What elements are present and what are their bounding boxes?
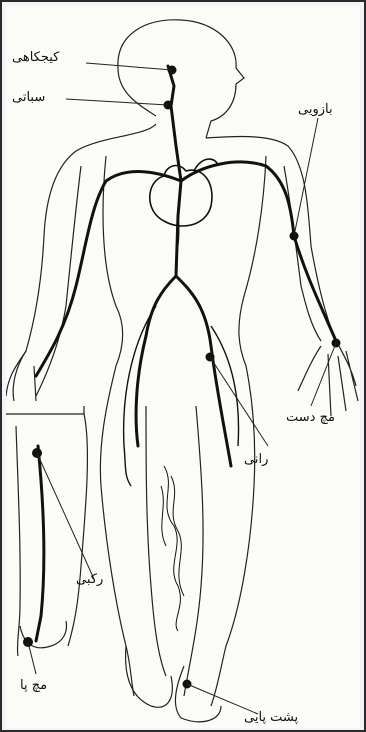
label-carotid: سباتی [12, 90, 45, 105]
body-outline [6, 20, 358, 722]
label-temporal: کیجکاهی [12, 50, 59, 65]
label-wrist: مچ دست [286, 410, 335, 425]
varicose-veins [161, 466, 184, 631]
label-brachial: بازویی [298, 102, 333, 117]
diagram-page: کیجکاهی سباتی بازویی مچ دست رانی رکبی مچ… [6, 6, 360, 728]
vessel-branches [124, 216, 239, 486]
heart-icon [150, 159, 218, 226]
pulse-points [23, 66, 341, 689]
label-knee: رکبی [76, 572, 103, 587]
artery-paths [36, 66, 336, 641]
label-ankle: مچ پا [20, 678, 47, 693]
label-femoral: رانی [244, 452, 268, 467]
label-dorsal-foot: پشت پایی [244, 710, 298, 725]
leader-lines [28, 63, 336, 714]
